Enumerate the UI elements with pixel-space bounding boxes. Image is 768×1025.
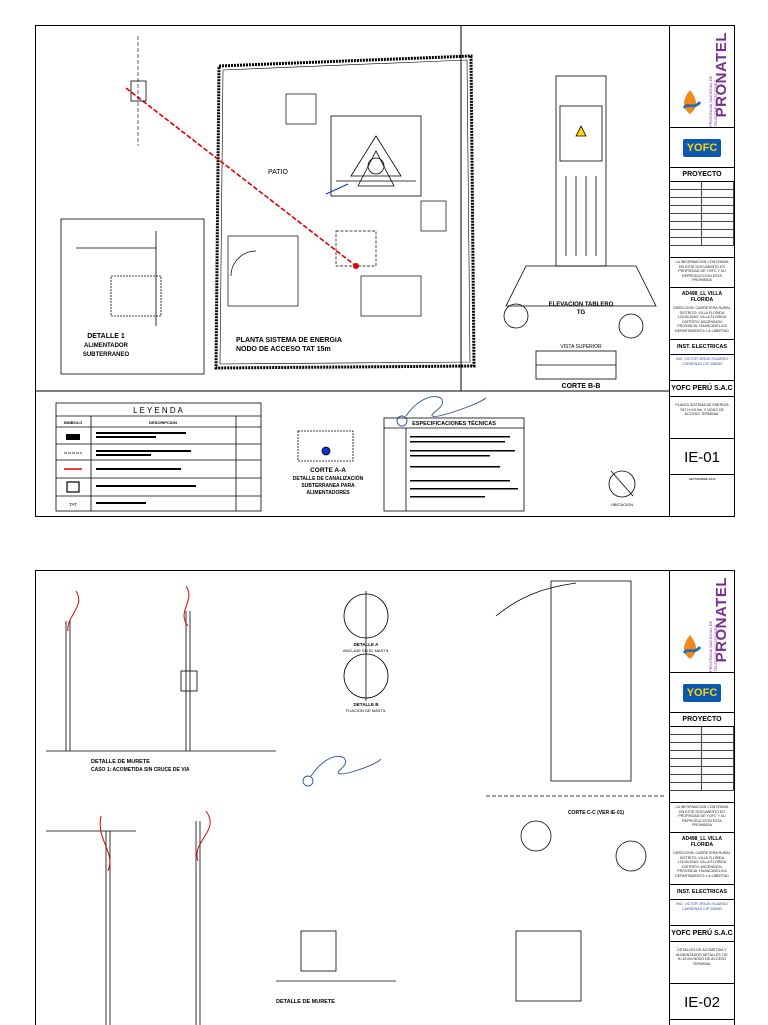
drawing-date: SEPTIEMBRE 2019	[688, 477, 716, 481]
plan-title-line-1: PLANTA SISTEMA DE ENERGIA	[236, 337, 342, 344]
murete-detail-case-2	[46, 821, 582, 1025]
cut-bb-title: CORTE B-B	[562, 383, 601, 390]
elevation-title: ELEVACION TABLERO	[549, 302, 614, 308]
site-info-cell: AD498_LL VILLA FLORIDA DIRECCION: CARRET…	[670, 288, 734, 340]
cut-cc-title: CORTE C-C (VER IE-01)	[568, 810, 624, 816]
site-perimeter-wall	[214, 54, 476, 370]
elevation-subtitle: TG	[577, 310, 586, 316]
pronatel-drop-icon	[682, 90, 702, 114]
feeder-endpoint	[353, 263, 359, 269]
engineer-signature	[396, 396, 487, 427]
cut-aa-title: CORTE A-A	[310, 467, 346, 474]
drawing-code-2: IE-02	[670, 984, 734, 1020]
title-block-ie-02: PRONATEL PROGRAMA NACIONAL DE TELECOMUNI…	[669, 571, 734, 1025]
detail-a-title: DETALLE A	[354, 642, 379, 647]
project-section-header: PROYECTO	[670, 168, 734, 182]
company-name-2: YOFC PERÚ S.A.C	[670, 926, 734, 942]
pronatel-drop-icon-2	[682, 635, 702, 659]
company-name: YOFC PERÚ S.A.C	[670, 381, 734, 397]
discipline-label: INST. ELECTRICAS	[670, 340, 734, 355]
technical-specs-table	[383, 417, 525, 512]
canal-detail-1: DETALLE DE CANALIZACIÓN	[293, 474, 364, 482]
murete-detail-case-1	[46, 611, 276, 752]
location-label: UBICACION	[611, 502, 633, 507]
detail-1-box	[60, 218, 205, 375]
client-subtitle-2: PROGRAMA NACIONAL DE TELECOMUNICACIONES	[708, 620, 718, 672]
drawing-title-2: DETALLES DE ACOMETIDA Y ALIMENTADOR DETA…	[670, 942, 734, 984]
north-compass	[608, 470, 636, 498]
specs-title: ESPECIFICACIONES TÉCNICAS	[412, 419, 496, 427]
drawing-title: PLANTA SISTEMA DE ENERGIA TAT H=15.0m, Y…	[670, 397, 734, 439]
plan-title-line-2: NODO DE ACCESO TAT 15m	[236, 346, 331, 353]
shelter-section-cc	[486, 580, 666, 872]
disclaimer-note-2: LA INFORMACION CONTENIDA EN ESTE DOCUMEN…	[670, 803, 734, 833]
electrical-board-elevation	[503, 75, 657, 339]
legend-title: L E Y E N D A	[133, 406, 183, 415]
engineer-signature-2	[302, 755, 382, 787]
contractor-logo-cell: YOFC	[670, 128, 734, 168]
detail-a-subtitle: ANCLAJE EN EL MASTIL	[343, 648, 390, 653]
murete-title-1: DETALLE DE MURETE	[91, 759, 150, 765]
legend-symbol-tat: TAT	[69, 502, 77, 507]
revision-table	[670, 182, 734, 258]
detail-1-subtitle-1: ALIMENTADOR	[84, 343, 129, 349]
contractor-logo: YOFC	[682, 138, 722, 157]
client-subtitle: PROGRAMA NACIONAL DE TELECOMUNICACIONES	[708, 75, 718, 127]
sheet1-drawing-area: DETALLE 1 ALIMENTADOR SUBTERRANEO PLANTA…	[36, 26, 670, 512]
legend-table	[55, 402, 262, 512]
sheet2-drawing-area: DETALLE DE MURETE CASO 1: ACOMETIDA SIN …	[46, 580, 666, 1025]
client-logo-cell-2: PRONATEL PROGRAMA NACIONAL DE TELECOMUNI…	[670, 571, 734, 673]
disclaimer-note: LA INFORMACION CONTENIDA EN ESTE DOCUMEN…	[670, 258, 734, 288]
engineer-name-2: ING. VICTOR JESUS FAJARDO CARDENAS CIP 2…	[670, 900, 734, 926]
site-detail: DIRECCION: CARRETERA RURAL DISTRITO: VIL…	[673, 306, 731, 333]
site-name: AD498_LL VILLA FLORIDA	[681, 291, 723, 303]
drawing-sheet-ie-02: DETALLE DE MURETE CASO 1: ACOMETIDA SIN …	[35, 570, 735, 1025]
legend-col-symbol: SIMBOLO	[64, 420, 83, 425]
title-block-ie-01: PRONATEL PROGRAMA NACIONAL DE TELECOMUNI…	[669, 26, 734, 516]
drawing-code: IE-01	[670, 439, 734, 475]
legend-col-description: DESCRIPCION	[149, 420, 177, 425]
detail-1-subtitle-2: SUBTERRANEO	[83, 352, 130, 358]
contractor-logo-cell-2: YOFC	[670, 673, 734, 713]
site-info-cell-2: AD498_LL VILLA FLORIDA DIRECCION: CARRET…	[670, 833, 734, 885]
site-name-2: AD498_LL VILLA FLORIDA	[681, 836, 723, 848]
revision-table-2	[670, 727, 734, 803]
canal-detail-3: ALIMENTADORES	[306, 490, 350, 496]
canal-detail-2: SUBTERRANEA PARA	[301, 483, 355, 489]
vista-superior-label: VISTA SUPERIOR	[560, 344, 602, 350]
drawing-sheet-ie-01: DETALLE 1 ALIMENTADOR SUBTERRANEO PLANTA…	[35, 25, 735, 517]
canalization-detail	[297, 430, 354, 462]
murete-subtitle-1: CASO 1: ACOMETIDA SIN CRUCE DE VIA	[91, 767, 190, 773]
detail-b-subtitle: FIJACION DE MASTIL	[346, 708, 387, 713]
site-detail-2: DIRECCION: CARRETERA RURAL DISTRITO: VIL…	[673, 851, 731, 878]
engineer-name: ING. VICTOR JESUS FAJARDO CARDENAS CIP 2…	[670, 355, 734, 381]
detail-a-b-circles	[343, 591, 389, 701]
discipline-label-2: INST. ELECTRICAS	[670, 885, 734, 900]
project-section-header-2: PROYECTO	[670, 713, 734, 727]
client-logo-cell: PRONATEL PROGRAMA NACIONAL DE TELECOMUNI…	[670, 26, 734, 128]
tower-symbol	[330, 115, 422, 197]
detail-1-title: DETALLE 1	[87, 333, 125, 340]
detail-b-title: DETALLE B	[354, 702, 380, 707]
patio-label: PATIO	[268, 169, 289, 176]
murete-title-2: DETALLE DE MURETE	[276, 999, 335, 1005]
feeder-cable-route	[125, 87, 357, 267]
contractor-logo-2: YOFC	[682, 683, 722, 702]
